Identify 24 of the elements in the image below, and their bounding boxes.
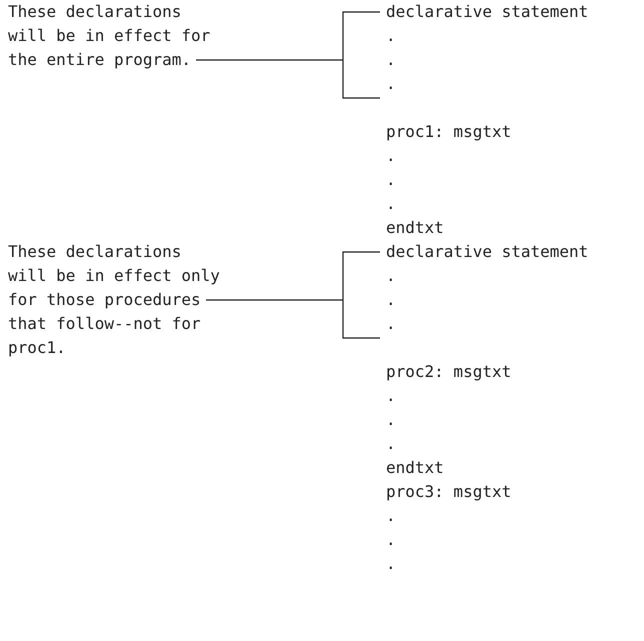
code-line: . xyxy=(386,409,396,431)
code-line: . xyxy=(386,73,396,95)
code-line: . xyxy=(386,193,396,215)
code-line: . xyxy=(386,265,396,287)
code-line: . xyxy=(386,313,396,335)
code-line: declarative statement xyxy=(386,241,588,263)
code-line: . xyxy=(386,385,396,407)
code-line: endtxt xyxy=(386,457,444,479)
code-line: proc2: msgtxt xyxy=(386,361,512,383)
code-line: . xyxy=(386,25,396,47)
code-line: . xyxy=(386,289,396,311)
annotation-text: These declarations will be in effect for the entire program. xyxy=(8,1,212,71)
code-line: proc1: msgtxt xyxy=(386,121,512,143)
code-line: . xyxy=(386,49,396,71)
code-line: . xyxy=(386,169,396,191)
code-line: . xyxy=(386,433,396,455)
code-line: endtxt xyxy=(386,217,444,239)
code-line: . xyxy=(386,145,396,167)
code-line: . xyxy=(386,553,396,575)
annotation-text: These declarations will be in effect only for those procedures that follow--not for proc1. xyxy=(8,241,220,359)
code-line: . xyxy=(386,529,396,551)
code-line: proc3: msgtxt xyxy=(386,481,512,503)
code-line: declarative statement xyxy=(386,1,588,23)
code-line: . xyxy=(386,505,396,527)
